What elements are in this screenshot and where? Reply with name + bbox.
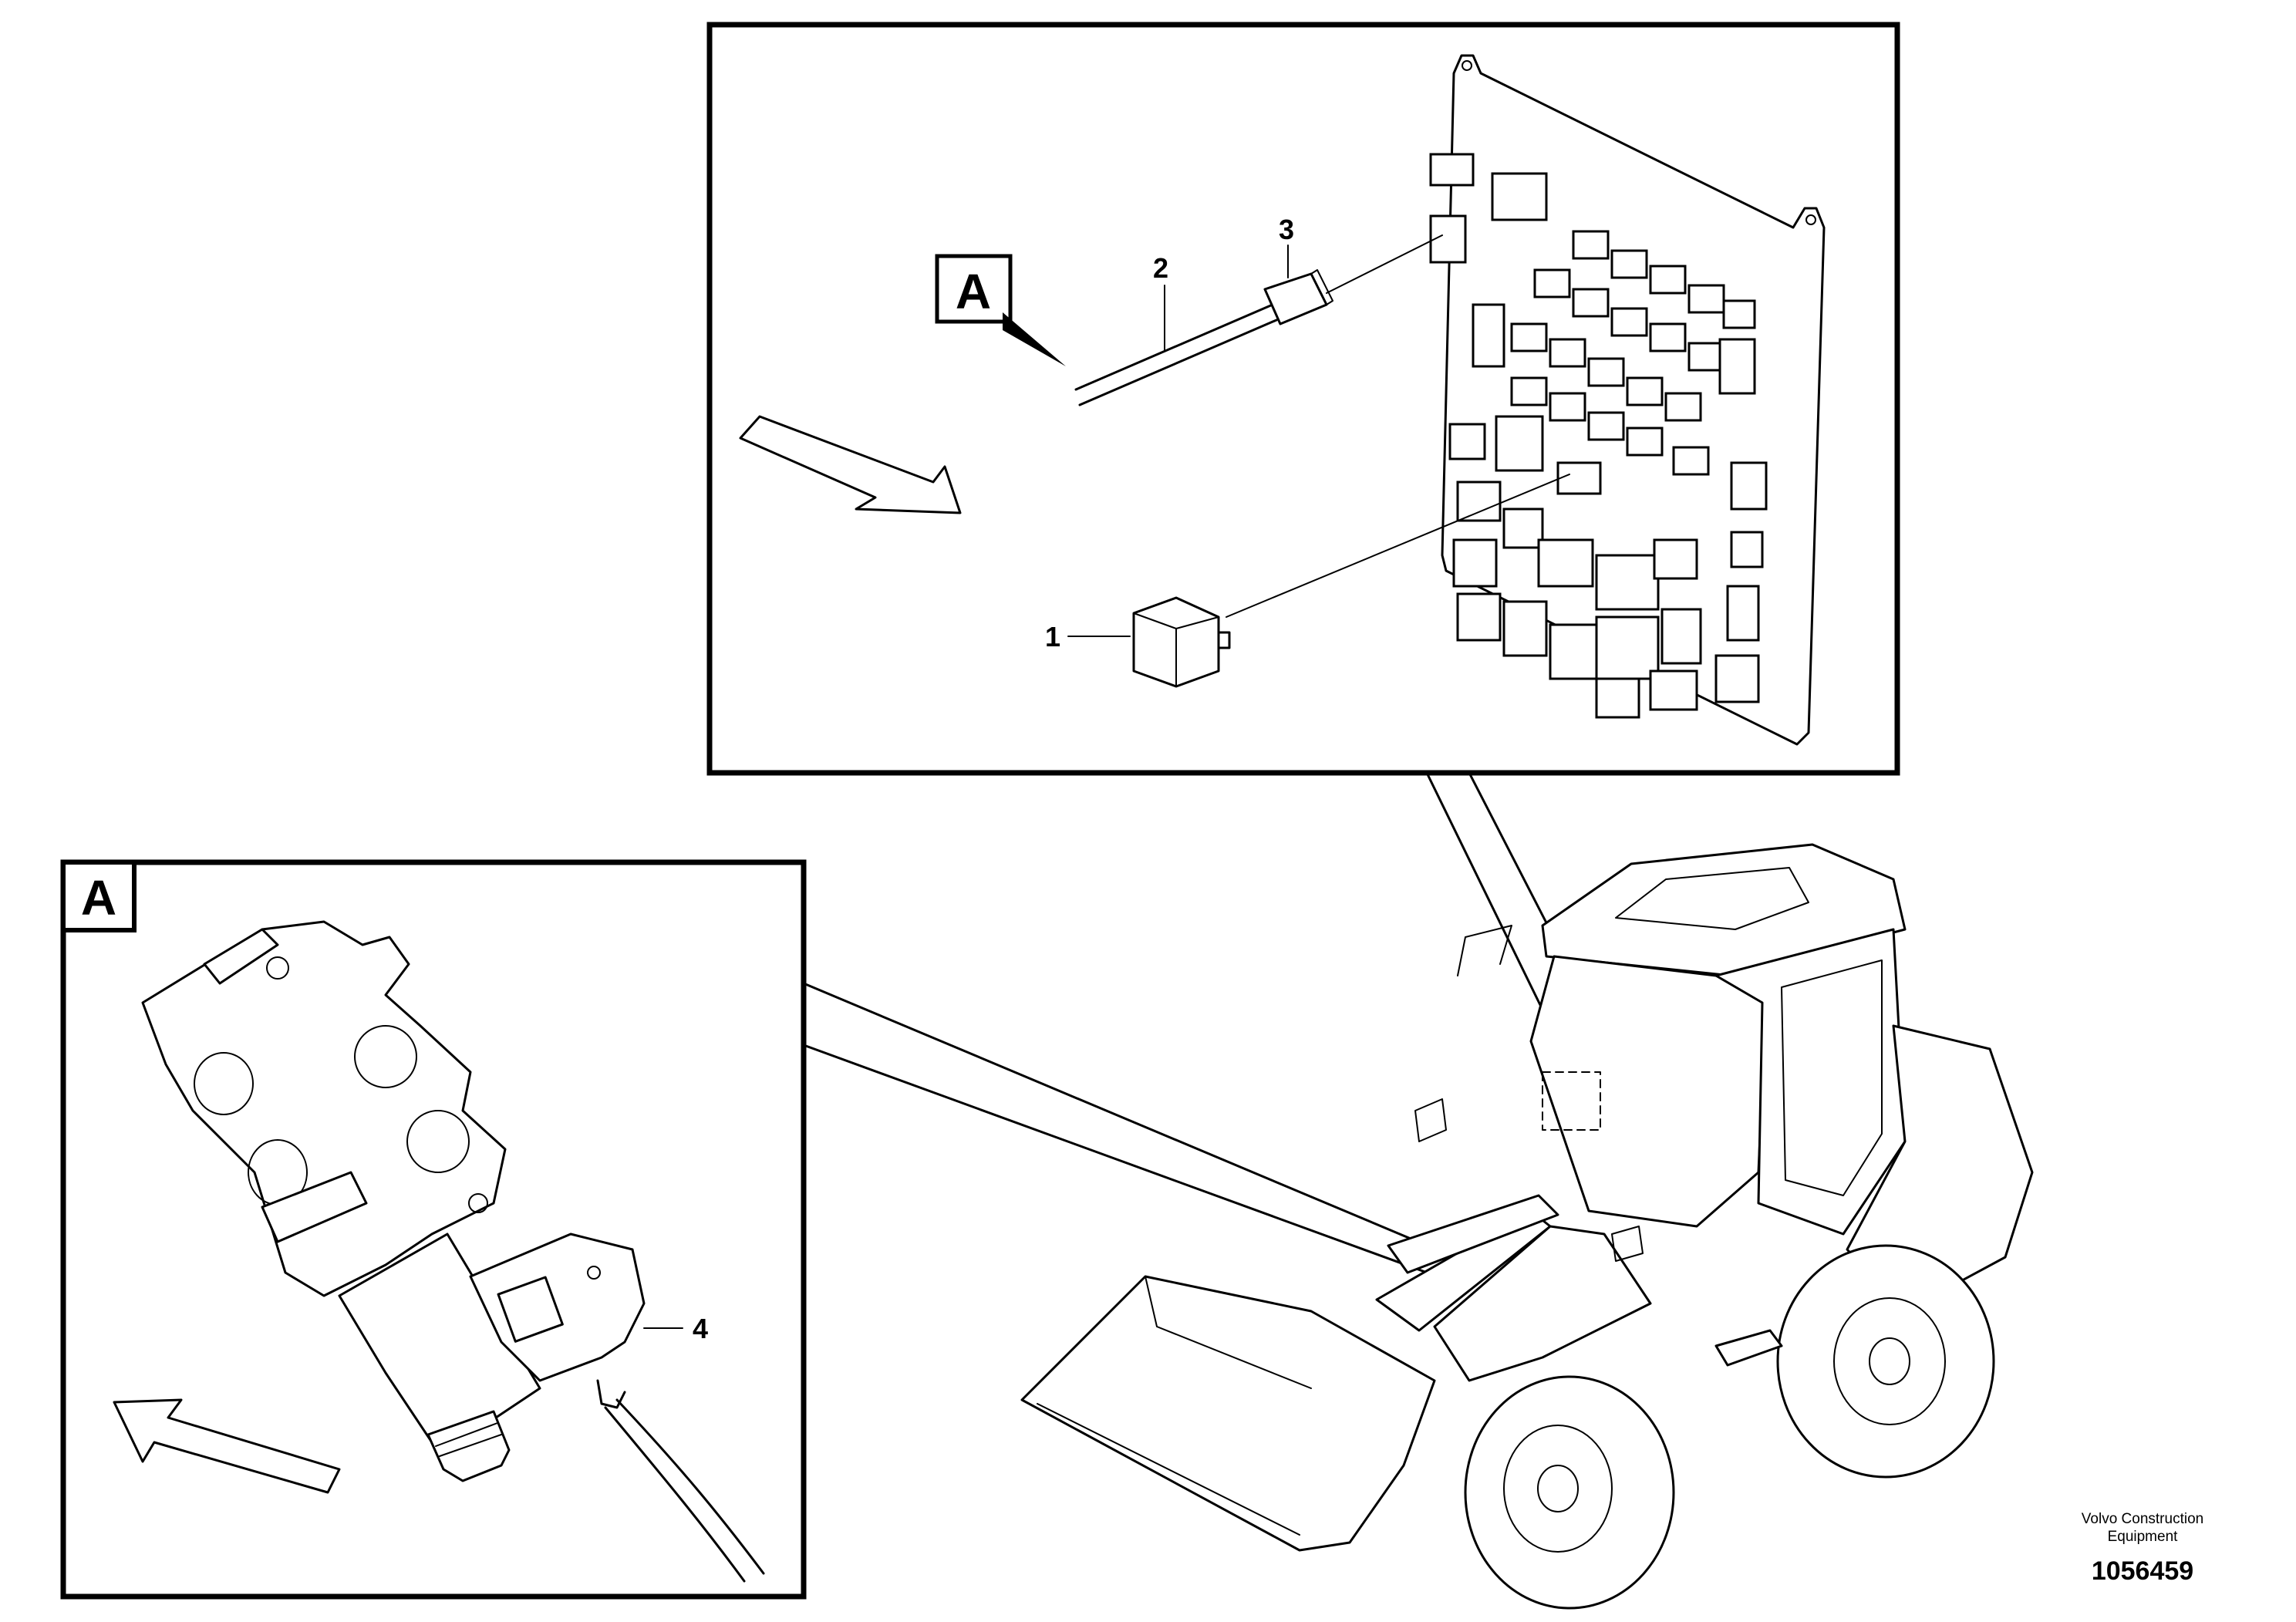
relay-box-detail-view: A 2 3 1 — [706, 22, 1900, 1008]
relay-module — [1502, 600, 1548, 657]
relay-module — [1626, 376, 1664, 406]
cable-line-a — [1074, 303, 1274, 391]
pointer-line-lower — [802, 1044, 1471, 1290]
relay-grid — [1429, 153, 1768, 719]
callout-1: 1 — [1045, 621, 1060, 653]
company-name-line2: Equipment — [2108, 1529, 2179, 1545]
relay-module — [1649, 322, 1687, 352]
relay-module — [1556, 461, 1602, 495]
front-wheel — [1464, 1375, 1675, 1610]
relay-module — [1726, 585, 1760, 642]
footer: Volvo Construction Equipment 1056459 — [2082, 1511, 2203, 1586]
sensor-cable-a — [615, 1398, 765, 1575]
relay-module — [1610, 307, 1648, 337]
valve-body — [141, 920, 507, 1297]
connector-leader — [1326, 234, 1443, 294]
callout-4: 4 — [693, 1313, 708, 1344]
cable-line-b — [1078, 319, 1278, 406]
relay-module — [1491, 172, 1548, 221]
relay-item-1 — [1067, 474, 1570, 688]
view-a-pointer-arrow — [1003, 312, 1066, 366]
sensor-detail-view: A 4 — [60, 859, 1475, 1600]
relay-module — [1587, 357, 1625, 387]
relay-module — [1664, 392, 1702, 422]
relay-module — [1610, 249, 1648, 279]
relay-module — [1572, 288, 1610, 318]
relay-module — [1595, 554, 1660, 611]
wheel-loader — [1020, 843, 2034, 1610]
detail-label-a: A — [81, 870, 116, 926]
company-name-line1: Volvo Construction — [2082, 1511, 2203, 1527]
pointer-line-upper — [802, 982, 1475, 1266]
relay-module — [1649, 669, 1698, 711]
cable-assembly — [1074, 234, 1443, 406]
relay-module — [1687, 284, 1725, 314]
view-a-marker-label: A — [956, 264, 991, 319]
direction-arrow-top — [739, 415, 962, 514]
valve-assembly — [141, 920, 765, 1583]
relay-module — [1626, 427, 1664, 457]
relay-module — [1537, 538, 1594, 588]
relay-module — [1510, 376, 1548, 406]
relay-module — [1456, 481, 1502, 522]
relay-module — [1595, 615, 1660, 680]
relay-box-location — [1542, 1071, 1601, 1131]
relay-module — [1718, 338, 1756, 395]
callout-2: 2 — [1153, 252, 1168, 284]
relay-module — [1456, 592, 1502, 642]
relay-module — [1714, 654, 1760, 703]
relay-leader — [1226, 474, 1570, 618]
relay-module — [1730, 461, 1768, 511]
sensor-cable-b — [604, 1406, 746, 1583]
relay-module — [1429, 153, 1475, 187]
relay-pin — [1217, 631, 1231, 649]
direction-arrow-bottom — [113, 1398, 341, 1494]
view-a-marker: A — [935, 254, 1066, 366]
document-number: 1056459 — [2092, 1556, 2193, 1586]
sensor-plug — [596, 1379, 626, 1409]
pointer-line-left — [1425, 771, 1542, 1008]
relay-module — [1660, 608, 1702, 665]
relay-module — [1510, 322, 1548, 352]
serial-plate — [261, 1171, 368, 1243]
relay-module — [1549, 338, 1586, 368]
view-a-marker-box — [935, 254, 1013, 324]
cab-side — [1714, 928, 1907, 1236]
work-light-right — [1611, 1226, 1644, 1262]
relay-module — [1502, 508, 1544, 549]
relay-module — [1653, 538, 1698, 580]
tilt-link — [1387, 1194, 1559, 1274]
access-step — [1714, 1329, 1783, 1367]
relay-module — [1672, 446, 1710, 476]
relay-board — [1429, 54, 1826, 746]
solenoid-body — [338, 1233, 541, 1444]
relay-module — [1429, 214, 1467, 264]
bucket — [1020, 1275, 1436, 1552]
relay-module — [1533, 268, 1571, 298]
relay-module — [1587, 411, 1625, 441]
cab-front — [1529, 955, 1768, 1228]
callout-3: 3 — [1279, 214, 1294, 245]
relay-module — [1452, 538, 1498, 588]
relay-module — [1549, 392, 1586, 422]
rear-wheel — [1776, 1244, 1995, 1479]
relay-module — [1572, 230, 1610, 260]
relay-module — [1730, 531, 1764, 568]
relay-module — [1495, 415, 1544, 472]
relay-module — [1448, 423, 1486, 460]
relay-module — [1649, 265, 1687, 295]
mirror — [1457, 925, 1512, 976]
relay-module — [1722, 299, 1756, 329]
relay-module — [1595, 677, 1640, 719]
relay-module — [1549, 623, 1598, 680]
front-frame — [1433, 1225, 1652, 1382]
detail-label-box — [61, 860, 137, 932]
relay-module — [1687, 342, 1725, 372]
relay-module — [1472, 303, 1505, 368]
work-light-left — [1414, 1098, 1447, 1142]
